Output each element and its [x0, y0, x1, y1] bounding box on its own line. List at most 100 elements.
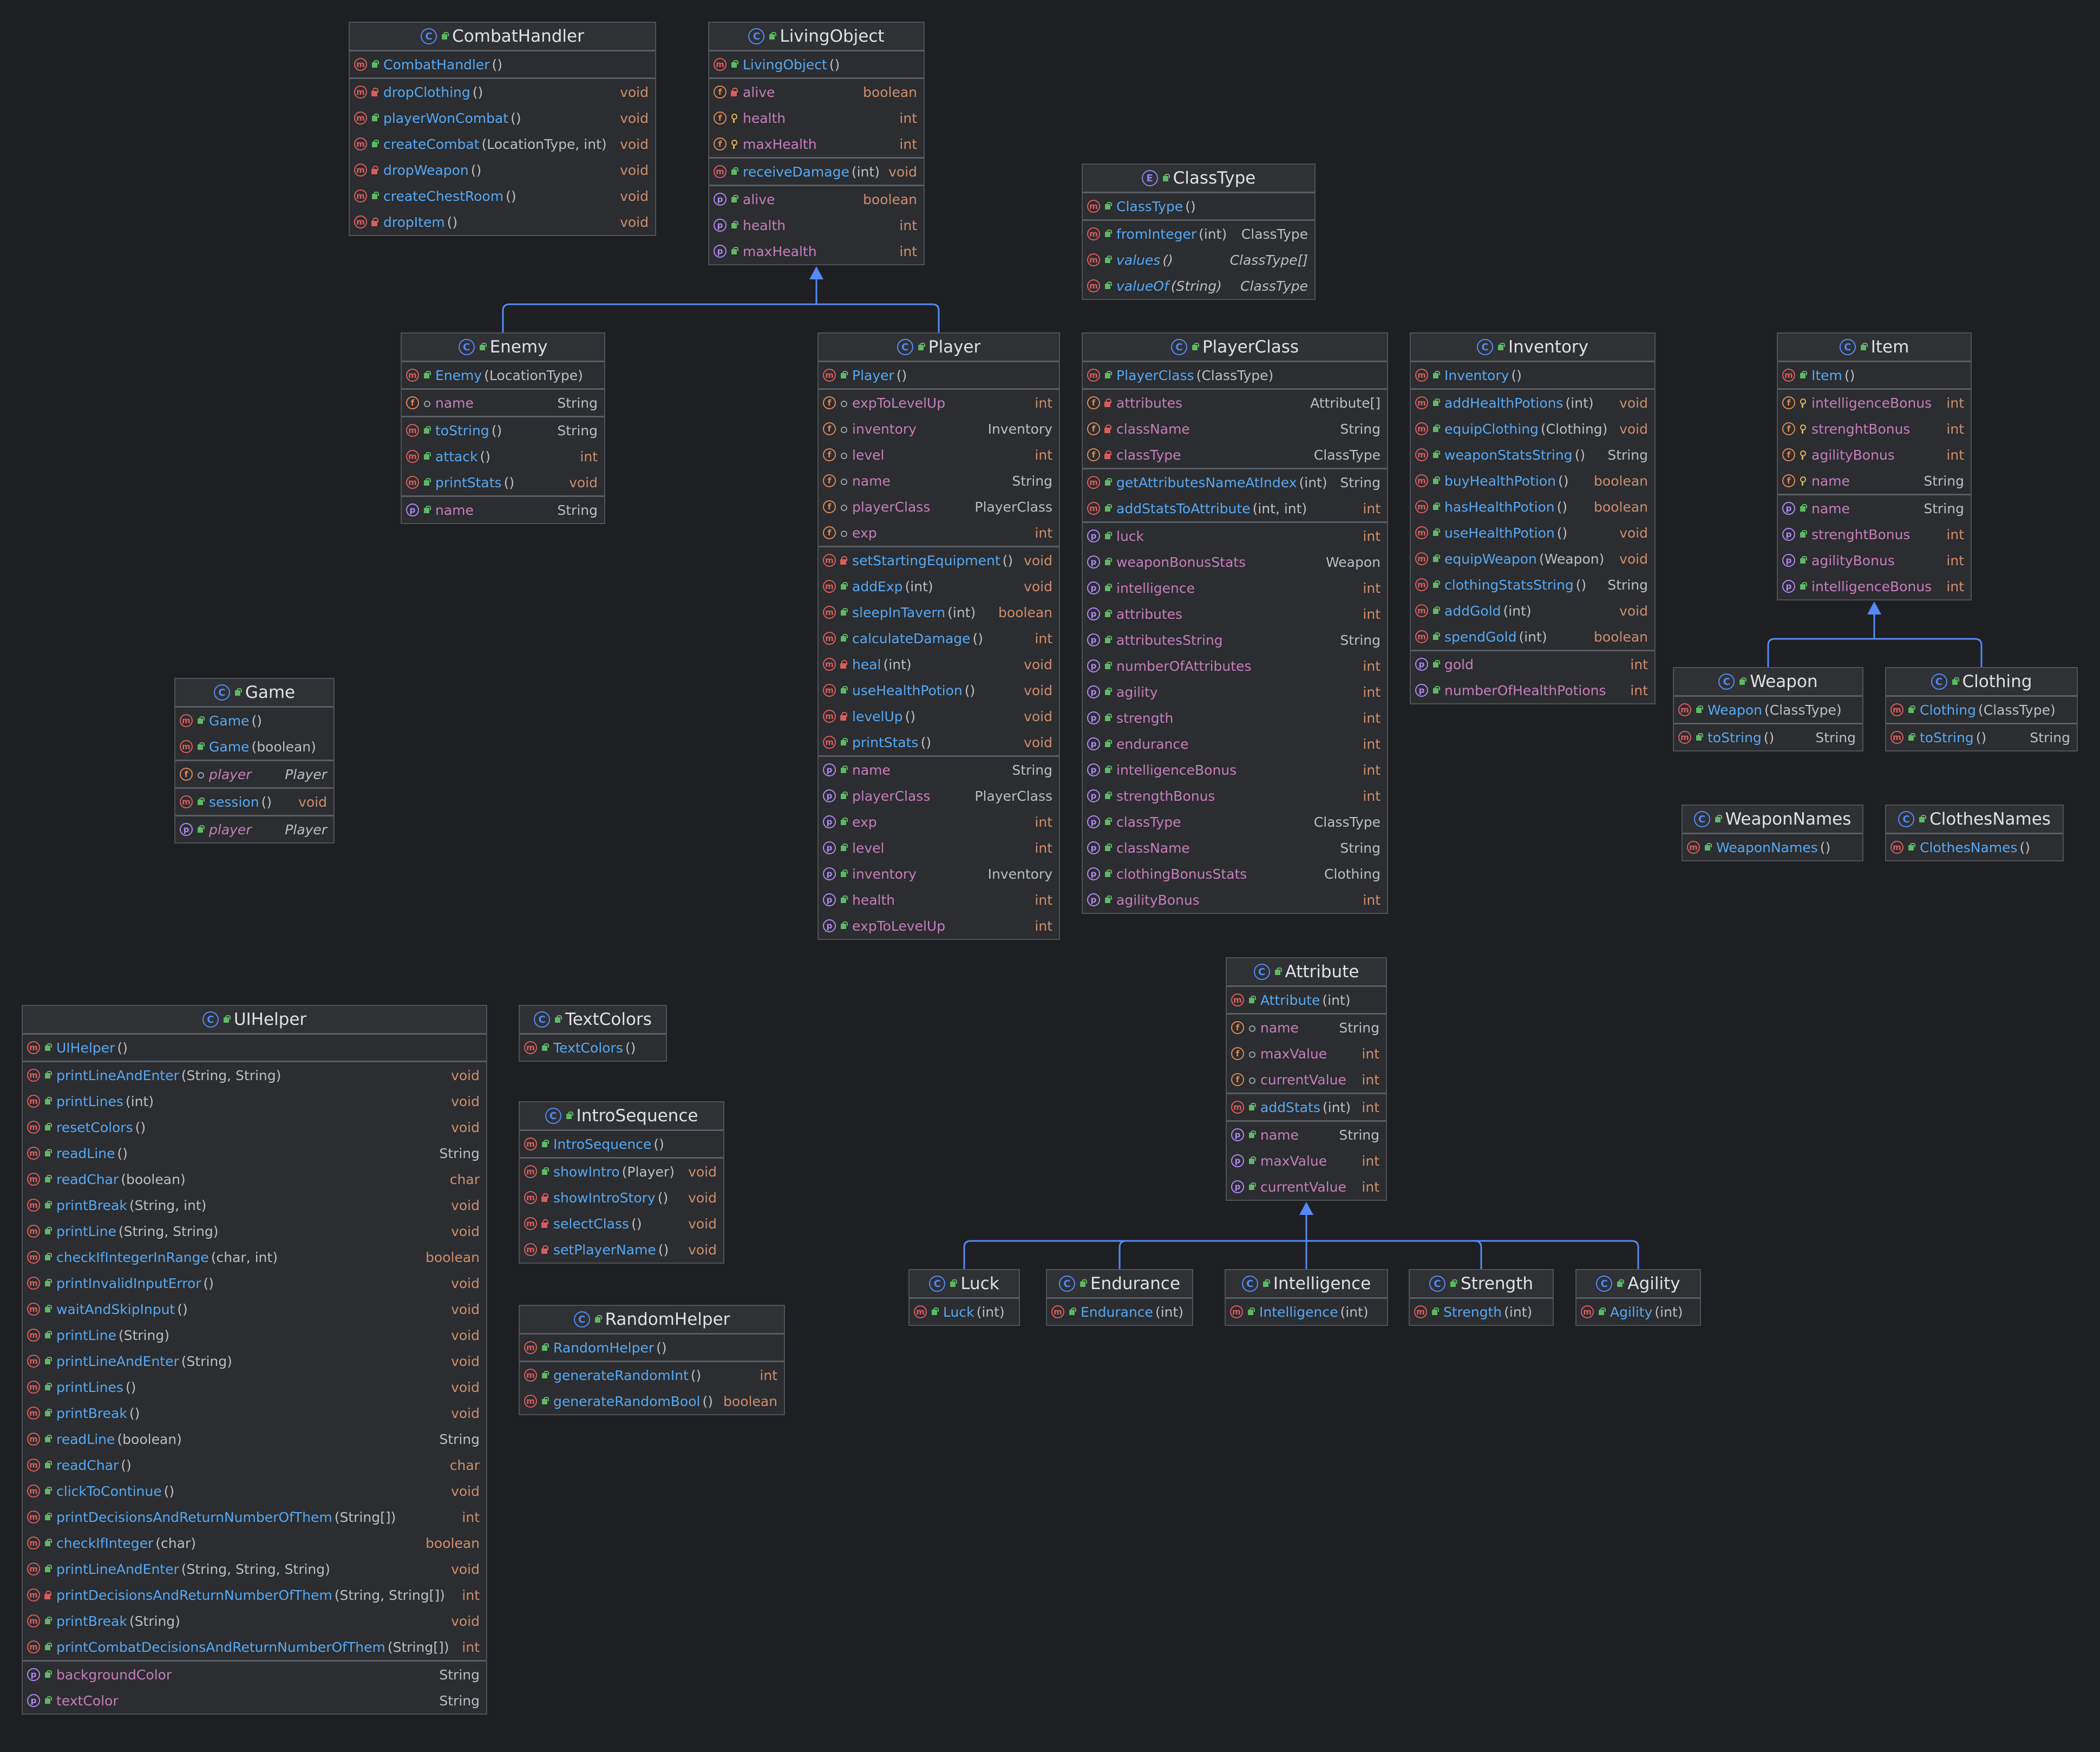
member-row[interactable]: mreadChar(boolean)char	[23, 1166, 486, 1192]
member-row[interactable]: fstrenghtBonusint	[1778, 416, 1971, 442]
member-row[interactable]: pstrenghtBonusint	[1778, 521, 1971, 547]
class-box-randomhelper[interactable]: CRandomHelpermRandomHelper()mgenerateRan…	[519, 1305, 785, 1415]
member-row[interactable]: mRandomHelper()	[520, 1335, 784, 1361]
member-row[interactable]: mGame()	[175, 708, 333, 734]
member-row[interactable]: mprintLineAndEnter(String, String)void	[23, 1062, 486, 1088]
member-row[interactable]: mprintLine(String)void	[23, 1322, 486, 1348]
member-row[interactable]: mUIHelper()	[23, 1035, 486, 1061]
member-row[interactable]: pattributesint	[1083, 601, 1387, 627]
member-row[interactable]: pnameString	[402, 497, 604, 523]
member-row[interactable]: mprintCombatDecisionsAndReturnNumberOfTh…	[23, 1634, 486, 1660]
member-row[interactable]: mwaitAndSkipInput()void	[23, 1296, 486, 1322]
member-row[interactable]: mreadLine()String	[23, 1140, 486, 1166]
member-row[interactable]: mGame(boolean)	[175, 734, 333, 760]
member-row[interactable]: phealthint	[819, 887, 1059, 913]
member-row[interactable]: mtoString()String	[1886, 724, 2077, 750]
member-row[interactable]: mdropItem()void	[350, 209, 655, 235]
member-row[interactable]: mdropWeapon()void	[350, 157, 655, 183]
member-row[interactable]: fintelligenceBonusint	[1778, 390, 1971, 416]
member-row[interactable]: fhealthint	[709, 105, 924, 131]
class-header[interactable]: CPlayerClass	[1083, 334, 1387, 362]
member-row[interactable]: pstrengthint	[1083, 705, 1387, 731]
member-row[interactable]: msetStartingEquipment()void	[819, 547, 1059, 573]
member-row[interactable]: mStrength(int)	[1410, 1299, 1553, 1325]
member-row[interactable]: msetPlayerName()void	[520, 1237, 723, 1263]
member-row[interactable]: maddHealthPotions(int)void	[1411, 390, 1654, 416]
member-row[interactable]: mequipClothing(Clothing)void	[1411, 416, 1654, 442]
member-row[interactable]: mgenerateRandomInt()int	[520, 1362, 784, 1388]
class-header[interactable]: CIntelligence	[1226, 1270, 1387, 1299]
member-row[interactable]: mdropClothing()void	[350, 79, 655, 105]
member-row[interactable]: mprintLine(String, String)void	[23, 1218, 486, 1244]
member-row[interactable]: mInventory()	[1411, 362, 1654, 388]
member-row[interactable]: mclickToContinue()void	[23, 1478, 486, 1504]
class-box-endurance[interactable]: CEndurancemEndurance(int)	[1046, 1269, 1193, 1326]
class-box-weapon[interactable]: CWeaponmWeapon(ClassType)mtoString()Stri…	[1673, 667, 1863, 751]
member-row[interactable]: pagilityBonusint	[1083, 887, 1387, 913]
member-row[interactable]: mreadLine(boolean)String	[23, 1426, 486, 1452]
member-row[interactable]: pmaxHealthint	[709, 238, 924, 264]
member-row[interactable]: mattack()int	[402, 443, 604, 469]
class-header[interactable]: CRandomHelper	[520, 1306, 784, 1335]
member-row[interactable]: mClothesNames()	[1886, 834, 2063, 860]
class-box-clothesnames[interactable]: CClothesNamesmClothesNames()	[1885, 805, 2064, 861]
class-box-player[interactable]: CPlayermPlayer()fexpToLevelUpintfinvento…	[817, 332, 1060, 940]
member-row[interactable]: fclassTypeClassType	[1083, 442, 1387, 468]
member-row[interactable]: pbackgroundColorString	[23, 1662, 486, 1688]
member-row[interactable]: fnameString	[1778, 468, 1971, 494]
member-row[interactable]: mprintDecisionsAndReturnNumberOfThem(Str…	[23, 1582, 486, 1608]
class-header[interactable]: CWeaponNames	[1683, 806, 1862, 834]
class-header[interactable]: CLuck	[910, 1270, 1019, 1299]
class-header[interactable]: CWeapon	[1674, 668, 1862, 697]
class-box-item[interactable]: CItemmItem()fintelligenceBonusintfstreng…	[1777, 332, 1972, 600]
member-row[interactable]: mprintStats()void	[402, 469, 604, 495]
member-row[interactable]: mshowIntro(Player)void	[520, 1159, 723, 1185]
member-row[interactable]: mweaponStatsString()String	[1411, 442, 1654, 468]
member-row[interactable]: pintelligenceBonusint	[1083, 757, 1387, 783]
member-row[interactable]: mItem()	[1778, 362, 1971, 388]
class-header[interactable]: CEndurance	[1047, 1270, 1192, 1299]
class-box-uihelper[interactable]: CUIHelpermUIHelper()mprintLineAndEnter(S…	[22, 1005, 487, 1715]
member-row[interactable]: mCombatHandler()	[350, 51, 655, 77]
class-header[interactable]: CAttribute	[1227, 958, 1386, 987]
member-row[interactable]: pplayerClassPlayerClass	[819, 783, 1059, 809]
member-row[interactable]: mhasHealthPotion()boolean	[1411, 494, 1654, 520]
member-row[interactable]: mprintInvalidInputError()void	[23, 1270, 486, 1296]
member-row[interactable]: msleepInTavern(int)boolean	[819, 599, 1059, 625]
class-header[interactable]: CEnemy	[402, 334, 604, 362]
member-row[interactable]: maddStats(int)int	[1227, 1094, 1386, 1120]
class-box-intelligence[interactable]: CIntelligencemIntelligence(int)	[1225, 1269, 1388, 1326]
member-row[interactable]: mfromInteger(int)ClassType	[1083, 221, 1314, 247]
class-box-inventory[interactable]: CInventorymInventory()maddHealthPotions(…	[1410, 332, 1656, 704]
member-row[interactable]: mcalculateDamage()int	[819, 625, 1059, 651]
member-row[interactable]: mselectClass()void	[520, 1211, 723, 1237]
member-row[interactable]: fplayerClassPlayerClass	[819, 494, 1059, 520]
member-row[interactable]: fexpToLevelUpint	[819, 390, 1059, 416]
member-row[interactable]: mclothingStatsString()String	[1411, 572, 1654, 598]
member-row[interactable]: mprintLineAndEnter(String, String, Strin…	[23, 1556, 486, 1582]
member-row[interactable]: mspendGold(int)boolean	[1411, 624, 1654, 650]
member-row[interactable]: pagilityBonusint	[1778, 547, 1971, 573]
class-box-weaponnames[interactable]: CWeaponNamesmWeaponNames()	[1682, 805, 1863, 861]
member-row[interactable]: mtoString()String	[402, 417, 604, 443]
member-row[interactable]: mPlayerClass(ClassType)	[1083, 362, 1387, 388]
member-row[interactable]: mplayerWonCombat()void	[350, 105, 655, 131]
member-row[interactable]: mprintBreak()void	[23, 1400, 486, 1426]
member-row[interactable]: mcreateChestRoom()void	[350, 183, 655, 209]
member-row[interactable]: mheal(int)void	[819, 651, 1059, 677]
member-row[interactable]: pclothingBonusStatsClothing	[1083, 861, 1387, 887]
member-row[interactable]: maddStatsToAttribute(int, int)int	[1083, 495, 1387, 521]
member-row[interactable]: mEndurance(int)	[1047, 1299, 1192, 1325]
member-row[interactable]: fplayerPlayer	[175, 761, 333, 787]
member-row[interactable]: pclassTypeClassType	[1083, 809, 1387, 835]
class-box-classtype[interactable]: EClassTypemClassType()mfromInteger(int)C…	[1082, 164, 1316, 300]
member-row[interactable]: museHealthPotion()void	[1411, 520, 1654, 546]
member-row[interactable]: pexpint	[819, 809, 1059, 835]
member-row[interactable]: mcreateCombat(LocationType, int)void	[350, 131, 655, 157]
class-header[interactable]: CInventory	[1411, 334, 1654, 362]
class-header[interactable]: CTextColors	[520, 1006, 666, 1035]
member-row[interactable]: pexpToLevelUpint	[819, 913, 1059, 939]
member-row[interactable]: pcurrentValueint	[1227, 1174, 1386, 1200]
class-box-livingobject[interactable]: CLivingObjectmLivingObject()faliveboolea…	[708, 22, 925, 265]
member-row[interactable]: mLuck(int)	[910, 1299, 1019, 1325]
